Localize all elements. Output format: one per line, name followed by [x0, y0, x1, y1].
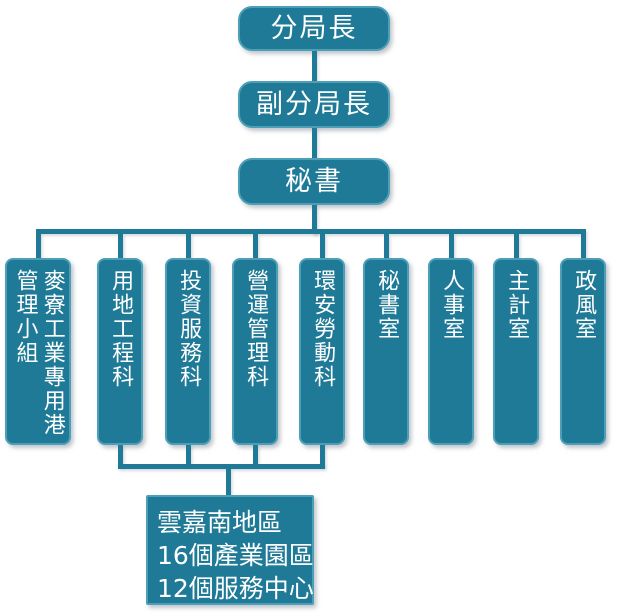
- connector-stub-dept-8: [513, 234, 519, 258]
- org-box-director: 分局長: [238, 6, 390, 51]
- dept-label: 環安勞動科: [310, 269, 336, 389]
- dept-label: 政風室: [571, 269, 597, 341]
- dept-label-column: 麥寮工業專用港: [39, 269, 65, 437]
- connector-bottom-rail: [117, 464, 325, 469]
- dept-label: 營運管理科: [243, 269, 269, 389]
- dept-label: 用地工程科: [108, 269, 134, 389]
- org-box-secretariat-office: 秘書室: [363, 258, 409, 445]
- region-note-line-3: 12個服務中心: [157, 574, 314, 603]
- org-box-environment-safety-labor-section: 環安勞動科: [299, 258, 345, 445]
- connector-top-rail: [35, 229, 586, 234]
- org-box-deputy-director: 副分局長: [238, 81, 390, 128]
- region-note-line-1: 雲嘉南地區: [157, 508, 283, 537]
- connector-stub-dept-9: [580, 234, 586, 258]
- connector-stub-dept-6: [383, 234, 389, 258]
- connector-deputy-secretary: [311, 128, 317, 158]
- connector-stub-dept-2: [117, 234, 123, 258]
- connector-stub-bottom-dept-4: [252, 445, 258, 466]
- connector-stub-bottom-dept-2: [117, 445, 123, 466]
- connector-stub-dept-1: [35, 234, 41, 258]
- org-box-investment-services-section: 投資服務科: [165, 258, 211, 445]
- connector-stub-dept-3: [185, 234, 191, 258]
- connector-stub-bottom-dept-3: [185, 445, 191, 466]
- connector-stub-bottom-dept-5: [319, 445, 325, 466]
- deputy-director-label: 副分局長: [256, 89, 372, 120]
- region-note-line-2: 16個產業園區: [157, 541, 314, 570]
- org-box-operations-management-section: 營運管理科: [232, 258, 278, 445]
- org-box-secretary: 秘書: [238, 158, 390, 205]
- connector-stub-dept-7: [448, 234, 454, 258]
- director-label: 分局長: [270, 13, 358, 44]
- connector-stub-dept-4: [252, 234, 258, 258]
- org-box-mailiao-industrial-port-management-group: 麥寮工業專用港 管理小組: [5, 258, 71, 445]
- dept-label: 人事室: [439, 269, 465, 341]
- org-box-land-engineering-section: 用地工程科: [97, 258, 143, 445]
- dept-label-column: 管理小組: [12, 269, 38, 365]
- dept-label: 秘書室: [374, 269, 400, 341]
- org-box-region-note: 雲嘉南地區 16個產業園區 12個服務中心: [146, 495, 314, 605]
- connector-director-deputy: [311, 51, 317, 81]
- org-box-personnel-office: 人事室: [428, 258, 474, 445]
- dept-label: 主計室: [504, 269, 530, 341]
- org-box-civil-service-ethics-office: 政風室: [560, 258, 606, 445]
- connector-secretary-rail: [311, 205, 317, 234]
- connector-stub-dept-5: [319, 234, 325, 258]
- org-box-accounting-office: 主計室: [493, 258, 539, 445]
- secretary-label: 秘書: [285, 166, 343, 197]
- connector-rail-region: [225, 469, 231, 495]
- dept-label: 投資服務科: [176, 269, 202, 389]
